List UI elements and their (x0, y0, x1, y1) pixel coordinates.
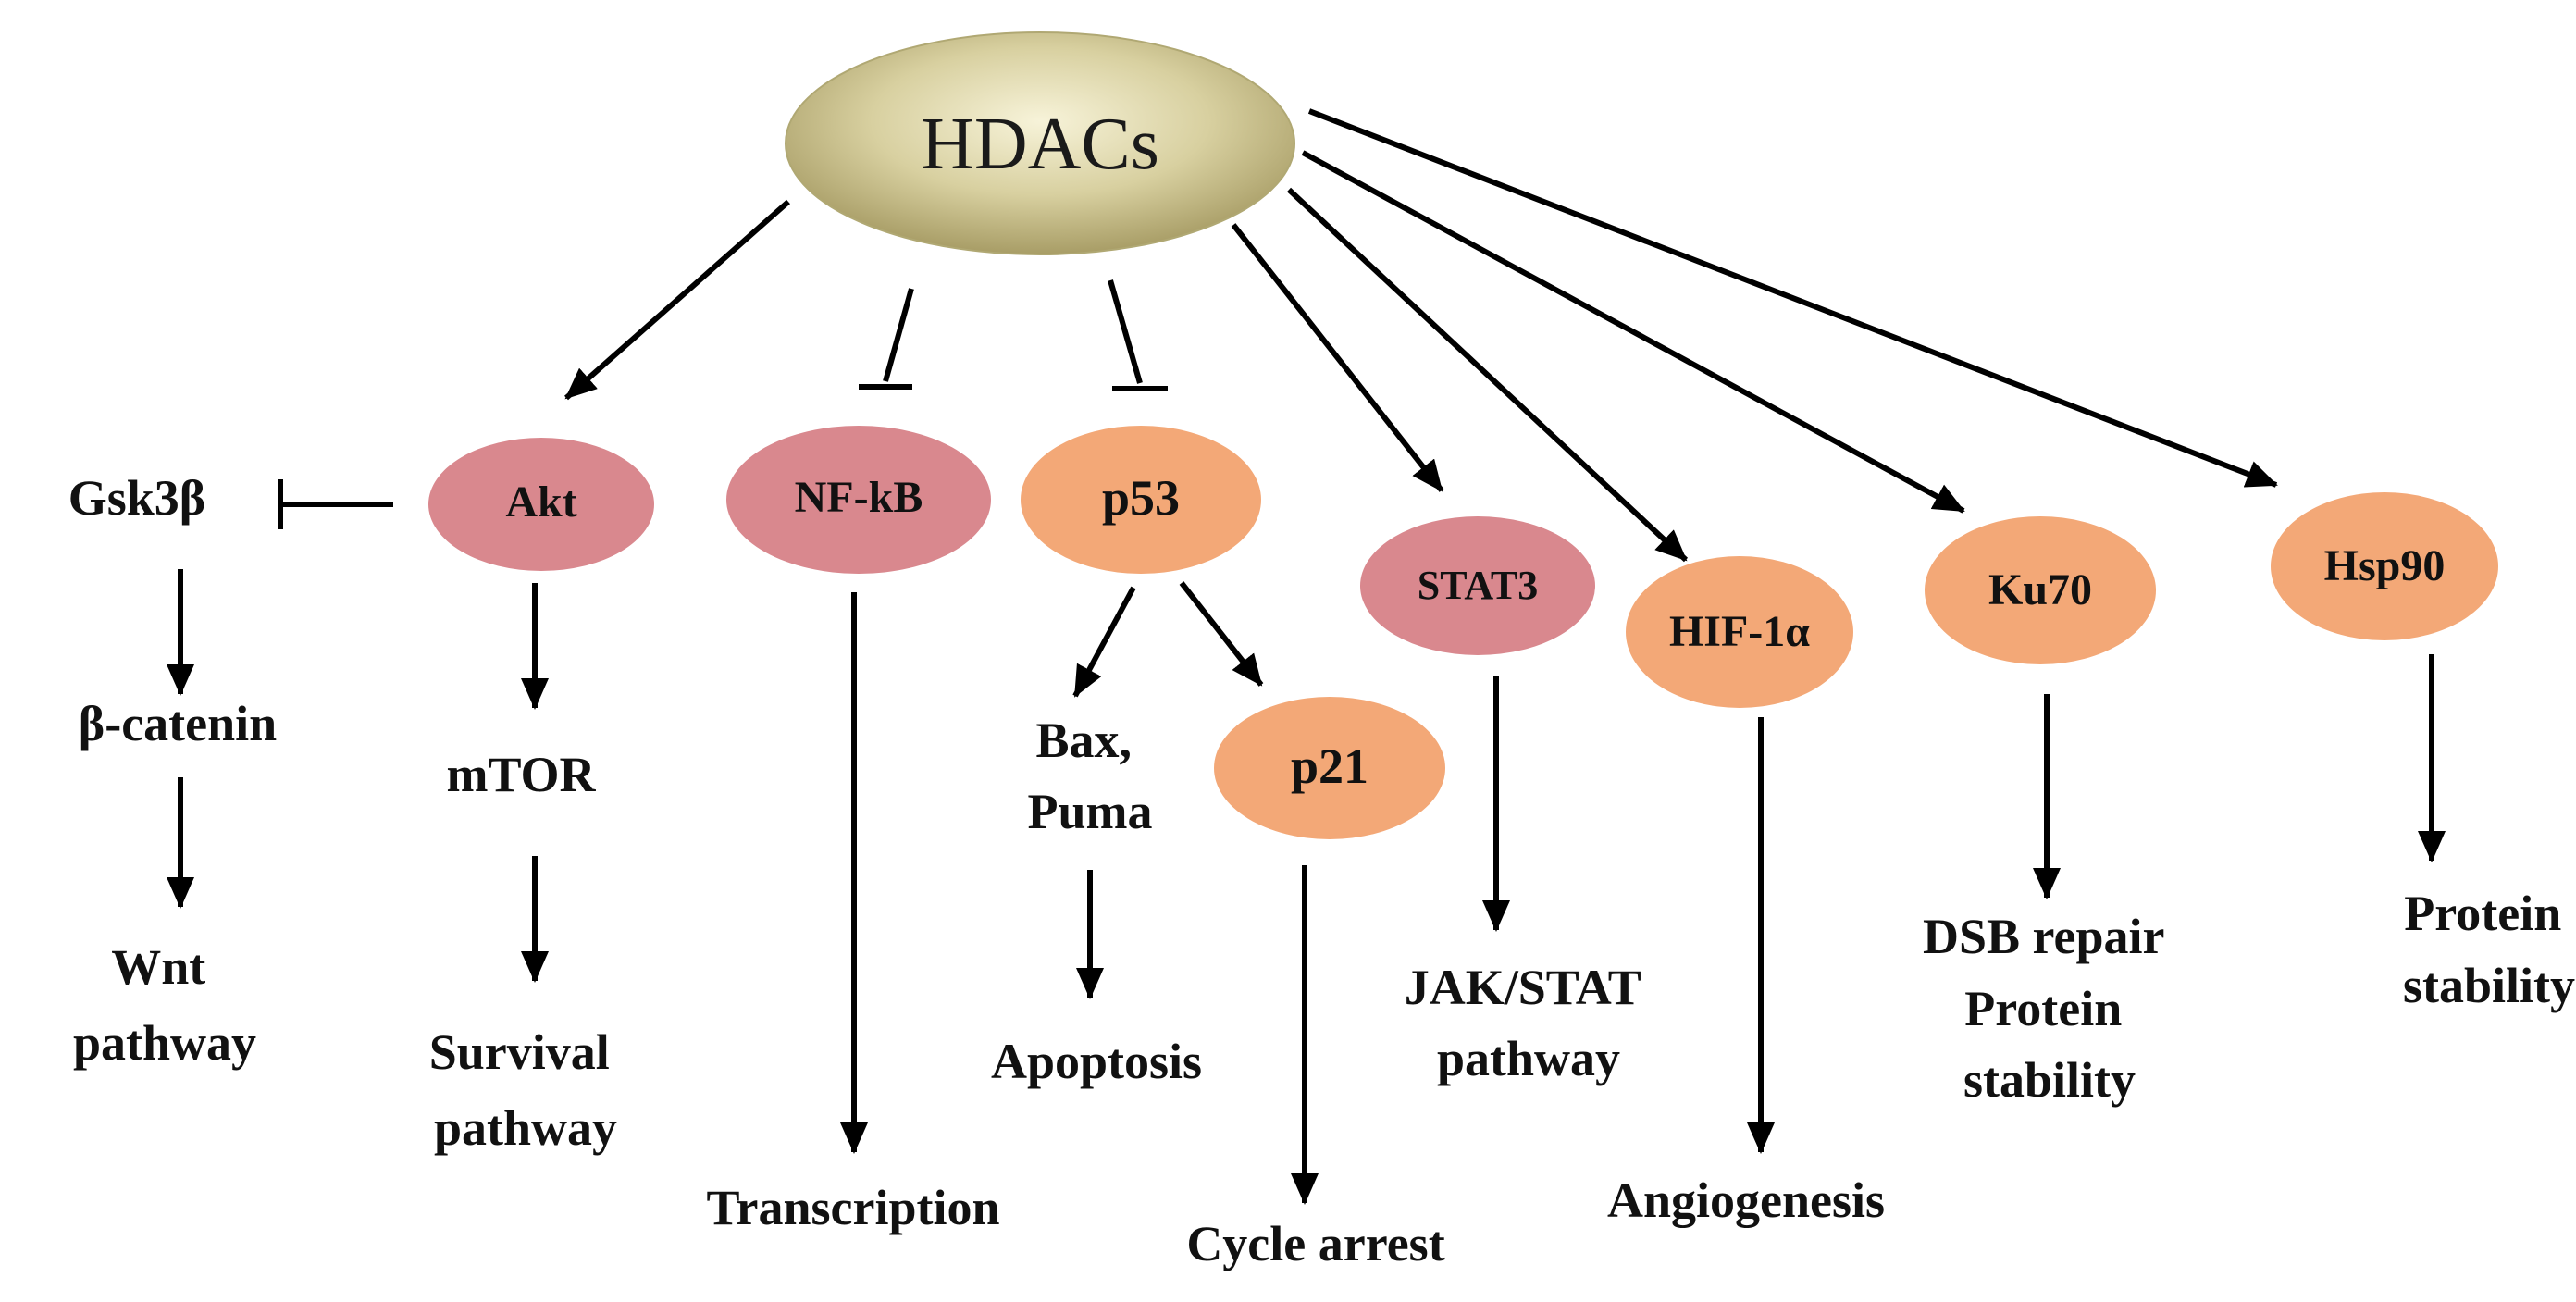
nfkb-label: NF-kB (795, 473, 923, 522)
bcatenin-label: β-catenin (79, 696, 277, 751)
transcription-label: Transcription (706, 1180, 999, 1235)
hsp90-label: Hsp90 (2324, 541, 2446, 590)
edge-hdacs-hsp90 (1307, 108, 2278, 488)
akt-label: Akt (505, 477, 576, 527)
node-p21 (1214, 697, 1445, 839)
node-ku70 (1925, 516, 2156, 664)
edge-hdacs-akt (564, 199, 790, 401)
edge-p53-baxpuma (1072, 586, 1136, 698)
cyclearrest-label: Cycle arrest (1186, 1216, 1444, 1271)
ku70-label: Ku70 (1988, 565, 2092, 614)
node-akt (428, 438, 654, 571)
edge-hdacs-nfkb (883, 288, 914, 382)
hdacs-label: HDACs (921, 104, 1159, 185)
edge-hdacs-ku70 (1301, 150, 1965, 514)
protein-stability-label: Protein stability (2403, 886, 2575, 1013)
edge-hdacs-p53 (1108, 279, 1143, 384)
edge-hdacs-stat3 (1231, 223, 1444, 492)
node-hsp90 (2271, 492, 2498, 640)
edge-hdacs-hif1a (1286, 187, 1689, 563)
baxpuma-label: Bax, Puma (1028, 713, 1153, 839)
stat3-label: STAT3 (1418, 563, 1538, 608)
gsk3b-label: Gsk3β (68, 470, 206, 526)
apoptosis-label: Apoptosis (991, 1034, 1202, 1089)
edge-p53-p21 (1179, 581, 1264, 687)
node-hif1a (1626, 556, 1853, 708)
p53-label: p53 (1102, 470, 1180, 526)
p21-label: p21 (1291, 738, 1368, 794)
hif1a-label: HIF-1α (1669, 607, 1810, 656)
node-p53 (1021, 426, 1261, 574)
node-stat3 (1360, 516, 1595, 655)
mtor-label: mTOR (446, 747, 596, 802)
dsb-repair-label: DSB repair Protein stability (1923, 909, 2176, 1108)
hdacs-hub-ellipse (785, 31, 1295, 255)
node-nfkb (726, 426, 991, 574)
jakstat-pathway-label: JAK/STAT pathway (1405, 960, 1653, 1086)
survival-pathway-label: Survival pathway (429, 1024, 623, 1156)
angiogenesis-label: Angiogenesis (1607, 1172, 1885, 1228)
wnt-pathway-label: Wnt pathway (73, 939, 256, 1071)
